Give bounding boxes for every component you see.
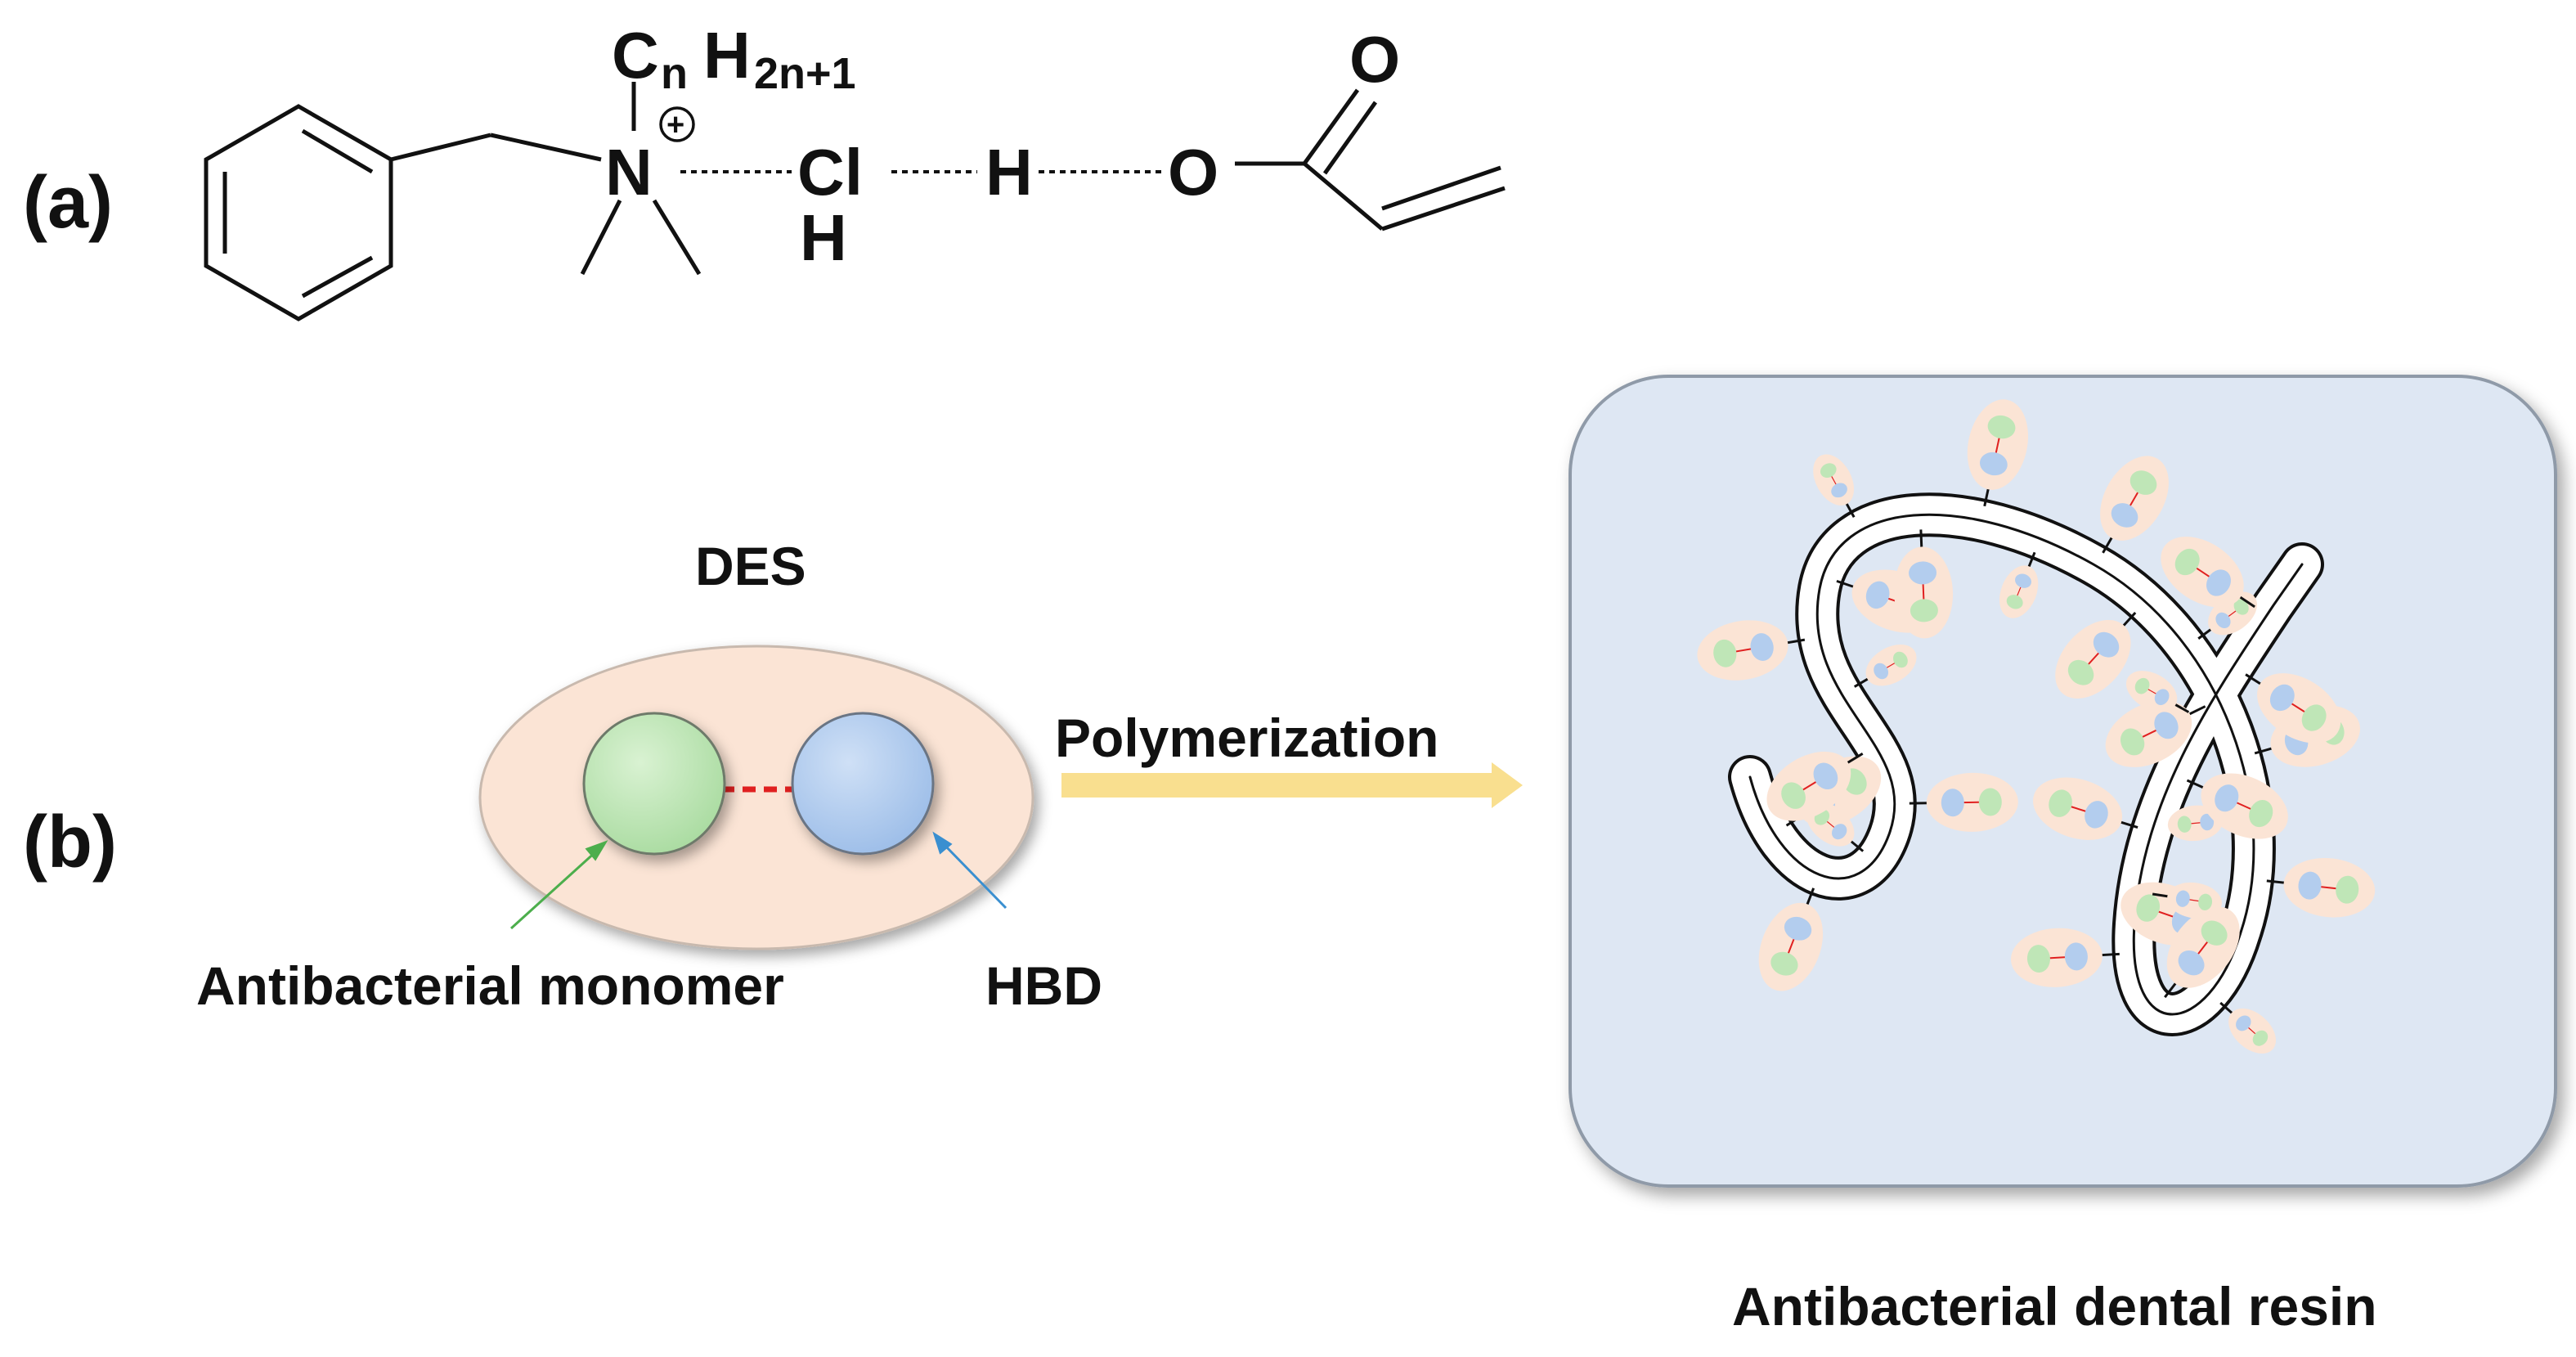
atom-o-carbonyl: O — [1349, 23, 1400, 96]
benzyl-ammonium-structure — [204, 82, 1506, 321]
panel-b-label: (b) — [23, 802, 117, 883]
pendant-pair — [2257, 673, 2341, 744]
pendant-pair — [1893, 546, 1954, 639]
pendant-pair — [1865, 644, 1917, 686]
pendant-pair — [2033, 777, 2123, 840]
positive-charge-sign: + — [666, 108, 684, 142]
des-ellipse — [478, 645, 1034, 950]
hbd-label: HBD — [985, 955, 1102, 1016]
pendant-pair — [2055, 619, 2131, 699]
pendant-pair — [1758, 902, 1824, 991]
pendant-pair — [2167, 882, 2222, 919]
methyl-bond-left — [580, 199, 622, 276]
resin-caption: Antibacterial dental resin — [1732, 1276, 2377, 1337]
pendant-pair — [1926, 772, 2018, 832]
hbd-circle — [791, 712, 935, 856]
monomer-label: Antibacterial monomer — [196, 955, 784, 1016]
pendant-pair — [2201, 773, 2288, 839]
panel-a: (a) — [23, 19, 1506, 321]
pendant-pair — [2283, 857, 2376, 918]
atom-cl: Cl — [797, 136, 863, 209]
panel-b: (b) DES Antibacterial monomer HBD Polyme… — [23, 375, 2557, 1337]
atom-h-subscript: 2n+1 — [754, 49, 856, 98]
atom-o-ester: O — [1168, 136, 1218, 209]
pendant-pair — [1999, 565, 2039, 618]
benzyl-bond — [390, 133, 491, 162]
des-title: DES — [695, 536, 806, 596]
pendant-pair — [1813, 454, 1855, 506]
pendant-pair — [2166, 906, 2240, 988]
atom-h-under-cl: H — [800, 201, 847, 274]
pendant-pair — [1967, 399, 2029, 490]
positive-charge-circle — [659, 106, 695, 142]
hbd-pointer — [932, 831, 1008, 910]
monomer-pointer — [509, 840, 608, 930]
polymerization-arrow — [1061, 762, 1523, 808]
pendant-pair — [2105, 700, 2192, 767]
atom-h: H — [703, 19, 751, 92]
atom-h-bridge: H — [985, 136, 1033, 209]
pendant-pair — [1697, 620, 1788, 681]
polymerization-label: Polymerization — [1055, 708, 1438, 768]
atom-n: N — [605, 136, 653, 209]
pendant-pair — [2100, 456, 2169, 541]
pendant-groups — [1697, 399, 2376, 1054]
atom-labels: C n H 2n+1 N + Cl H H O O — [605, 19, 1400, 274]
panel-a-label: (a) — [23, 162, 113, 244]
monomer-circle — [582, 712, 726, 856]
atom-c-subscript: n — [661, 49, 688, 98]
benzene-ring — [204, 104, 393, 321]
methyl-bond-right — [652, 199, 702, 276]
pendant-pair — [1766, 751, 1851, 821]
pendant-pair — [2228, 1008, 2277, 1054]
pendant-pair — [2125, 671, 2178, 712]
pendant-pair — [2161, 537, 2244, 608]
atom-c: C — [612, 19, 659, 92]
pendant-pair — [2010, 928, 2103, 987]
